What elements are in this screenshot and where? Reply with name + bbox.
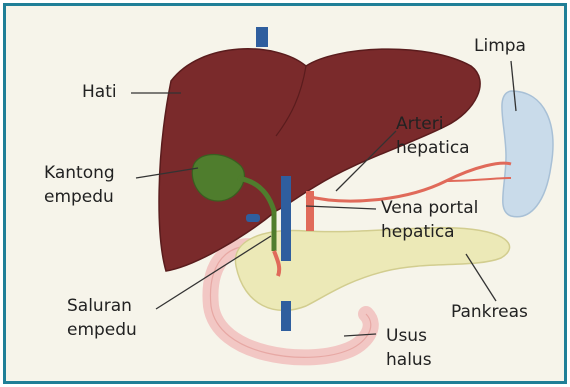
label-pankreas: Pankreas bbox=[451, 302, 528, 322]
label-vena-1: Vena portal bbox=[381, 198, 478, 218]
label-usus-2: halus bbox=[386, 350, 432, 370]
gallbladder bbox=[192, 154, 244, 201]
label-kantong-2: empedu bbox=[44, 187, 114, 207]
label-kantong-1: Kantong bbox=[44, 163, 115, 183]
label-saluran-1: Saluran bbox=[67, 296, 132, 316]
portal-vein bbox=[281, 176, 291, 261]
label-arteri-2: hepatica bbox=[396, 138, 470, 158]
label-limpa: Limpa bbox=[474, 36, 526, 56]
label-saluran-2: empedu bbox=[67, 320, 137, 340]
spleen bbox=[502, 91, 553, 217]
label-usus-1: Usus bbox=[386, 326, 427, 346]
label-hati: Hati bbox=[82, 82, 117, 102]
pancreas bbox=[235, 228, 509, 311]
label-arteri-1: Arteri bbox=[396, 114, 443, 134]
leader-vena bbox=[306, 206, 376, 209]
diagram-frame: Hati Limpa Arteri hepatica Kantong emped… bbox=[3, 3, 567, 384]
label-vena-2: hepatica bbox=[381, 222, 455, 242]
